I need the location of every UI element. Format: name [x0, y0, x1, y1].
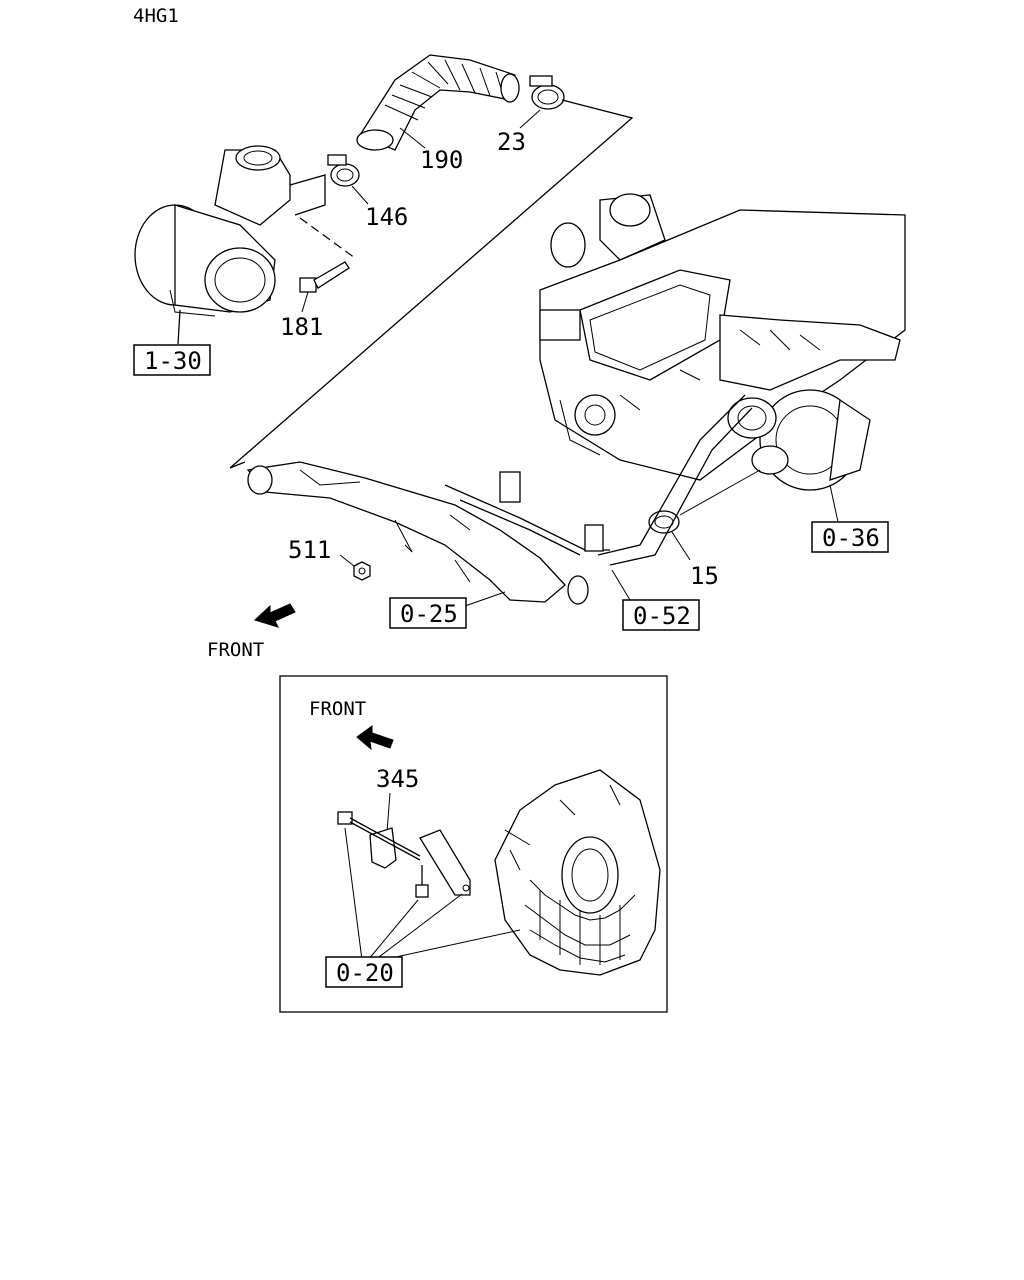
intake-hose-190 — [356, 54, 520, 151]
bracket-345 — [369, 827, 471, 896]
part-number-23: 23 — [497, 128, 526, 156]
intake-pipe — [246, 394, 753, 605]
ref-box-0-52: 0-52 — [622, 599, 700, 631]
ref-box-1-30: 1-30 — [133, 344, 211, 376]
leader-0-25 — [464, 591, 506, 607]
inset-panel — [279, 675, 668, 1013]
svg-text:0-20: 0-20 — [336, 959, 394, 987]
ref-box-0-36: 0-36 — [811, 521, 889, 553]
part-number-15: 15 — [690, 562, 719, 590]
ref-box-0-20: 0-20 — [325, 956, 403, 988]
svg-text:0-52: 0-52 — [633, 602, 691, 630]
turbocharger — [727, 389, 871, 523]
model-code: 4HG1 — [133, 5, 179, 27]
clamp-23 — [519, 75, 565, 129]
leader-0-52 — [611, 569, 631, 601]
bolt-181 — [299, 217, 356, 313]
inset-front-arrow-icon — [356, 725, 394, 751]
ref-box-0-25: 0-25 — [389, 597, 467, 629]
bolt-inset-2 — [415, 865, 429, 898]
seal-15 — [648, 469, 761, 561]
engine-block — [539, 193, 906, 481]
svg-text:0-25: 0-25 — [400, 600, 458, 628]
front-label: FRONT — [207, 639, 264, 661]
front-arrow-icon — [254, 603, 296, 628]
part-number-190: 190 — [420, 146, 463, 174]
part-number-181: 181 — [280, 313, 323, 341]
bolt-inset-1 — [337, 811, 421, 861]
inset-front-label: FRONT — [309, 698, 366, 720]
leaders-0-20 — [344, 827, 521, 961]
part-number-511: 511 — [288, 536, 331, 564]
nut-511 — [339, 554, 371, 581]
svg-text:0-36: 0-36 — [822, 524, 880, 552]
part-number-146: 146 — [365, 203, 408, 231]
leader-line — [229, 99, 634, 469]
clamp-146 — [327, 154, 369, 205]
part-number-345: 345 — [376, 765, 419, 793]
air-cleaner-assembly — [134, 145, 326, 345]
leader-345 — [386, 792, 391, 833]
flywheel-housing — [494, 769, 661, 976]
svg-text:1-30: 1-30 — [144, 347, 202, 375]
